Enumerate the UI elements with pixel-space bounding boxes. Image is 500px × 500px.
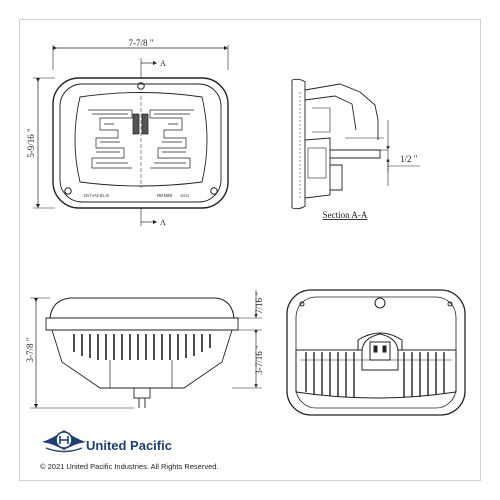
section-marker-top: A bbox=[160, 59, 166, 68]
side-height-dimension: 3-7/8 " bbox=[25, 337, 35, 362]
section-caption: Section A-A bbox=[323, 210, 368, 220]
front-height-dimension: 5-9/16 " bbox=[26, 128, 36, 158]
section-offset-dimension: 1/2 " bbox=[400, 154, 418, 164]
lens-text-right: 34122 bbox=[180, 194, 189, 198]
copyright-notice: © 2021 United Pacific Industries. All Ri… bbox=[40, 462, 219, 471]
lens-text-left: DOT SAE HL 20 bbox=[84, 194, 109, 198]
body-depth-dimension: 3-7/16 " bbox=[254, 345, 264, 375]
section-view bbox=[291, 78, 420, 210]
rear-view bbox=[286, 289, 466, 416]
lens-text-center: PREMIER bbox=[157, 194, 173, 198]
front-view bbox=[33, 45, 229, 226]
side-view bbox=[30, 290, 262, 409]
section-marker-bottom: A bbox=[160, 218, 166, 227]
top-depth-dimension: 7/16 " bbox=[254, 292, 264, 314]
brand-name: United Pacific bbox=[86, 438, 172, 453]
front-width-dimension: 7-7/8 " bbox=[129, 38, 154, 48]
drawing-frame bbox=[19, 19, 481, 481]
united-pacific-logo-icon bbox=[42, 430, 86, 453]
